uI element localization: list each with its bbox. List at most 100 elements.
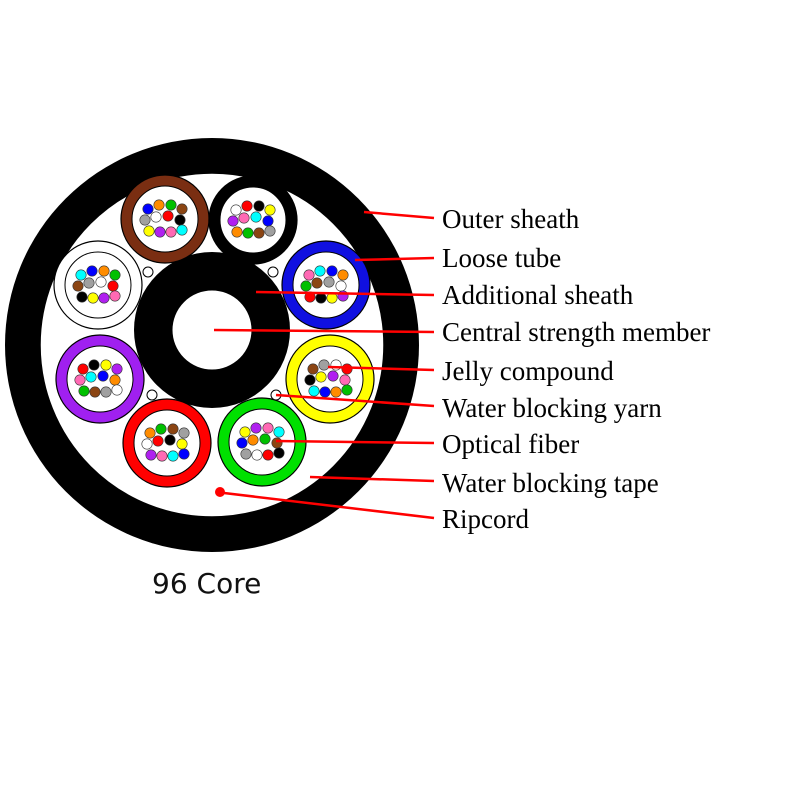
- optical-fiber: [341, 384, 353, 396]
- optical-fiber: [164, 434, 176, 446]
- optical-fiber: [167, 450, 179, 462]
- optical-fiber: [141, 438, 153, 450]
- optical-fiber: [303, 269, 315, 281]
- optical-fiber: [165, 199, 177, 211]
- leader-line: [213, 328, 435, 334]
- optical-fiber: [231, 226, 243, 238]
- optical-fiber: [77, 363, 89, 375]
- optical-fiber: [262, 449, 274, 461]
- callout-label: Water blocking yarn: [442, 393, 662, 423]
- optical-fiber: [142, 203, 154, 215]
- optical-fiber: [154, 226, 166, 238]
- water-blocking-yarn: [142, 266, 154, 278]
- optical-fiber: [165, 226, 177, 238]
- optical-fiber: [176, 438, 188, 450]
- optical-fiber: [98, 265, 110, 277]
- callout-label: Central strength member: [442, 317, 710, 347]
- optical-fiber: [273, 447, 285, 459]
- optical-fiber: [153, 199, 165, 211]
- leader-line: [309, 475, 435, 483]
- optical-fiber: [76, 291, 88, 303]
- water-blocking-yarn: [146, 389, 158, 401]
- optical-fiber: [262, 215, 274, 227]
- optical-fiber: [86, 265, 98, 277]
- optical-fiber: [155, 423, 167, 435]
- optical-fiber: [339, 374, 351, 386]
- optical-fiber: [109, 290, 121, 302]
- optical-fiber: [167, 423, 179, 435]
- optical-fiber: [152, 435, 164, 447]
- optical-fiber: [95, 276, 107, 288]
- optical-fiber: [318, 359, 330, 371]
- leader-line: [255, 290, 435, 297]
- water-blocking-yarn: [267, 266, 279, 278]
- optical-fiber: [315, 371, 327, 383]
- callout-label: Outer sheath: [442, 204, 580, 234]
- optical-fiber: [259, 433, 271, 445]
- optical-fiber: [330, 386, 342, 398]
- optical-fiber: [74, 374, 86, 386]
- optical-fiber: [176, 224, 188, 236]
- optical-fiber: [97, 370, 109, 382]
- optical-fiber: [238, 212, 250, 224]
- callout-label: Loose tube: [442, 243, 561, 273]
- optical-fiber: [271, 437, 283, 449]
- optical-fiber: [241, 200, 253, 212]
- optical-fiber: [230, 204, 242, 216]
- leader-line: [327, 365, 435, 372]
- optical-fiber: [178, 448, 190, 460]
- optical-fiber: [109, 374, 121, 386]
- optical-fiber: [143, 225, 155, 237]
- optical-fiber: [300, 280, 312, 292]
- optical-fiber: [72, 280, 84, 292]
- callout-label: Ripcord: [442, 504, 529, 534]
- optical-fiber: [253, 227, 265, 239]
- loose-tube: [217, 397, 307, 487]
- optical-fiber: [88, 359, 100, 371]
- optical-fiber: [323, 276, 335, 288]
- loose-tube: [285, 334, 375, 424]
- optical-fiber: [156, 450, 168, 462]
- optical-fiber: [83, 277, 95, 289]
- optical-fiber: [109, 269, 121, 281]
- leader-line: [275, 393, 435, 408]
- optical-fiber: [262, 422, 274, 434]
- loose-tube: [53, 240, 143, 330]
- optical-fiber: [250, 211, 262, 223]
- cable-cross-section: [5, 138, 419, 552]
- loose-tube: [120, 174, 210, 264]
- optical-fiber: [111, 384, 123, 396]
- loose-tube: [55, 334, 145, 424]
- optical-fiber: [311, 277, 323, 289]
- optical-fiber: [330, 359, 342, 371]
- optical-fiber: [240, 448, 252, 460]
- optical-fiber: [314, 265, 326, 277]
- optical-fiber: [176, 203, 188, 215]
- optical-fiber: [253, 200, 265, 212]
- leader-line: [223, 491, 435, 520]
- callout-label: Jelly compound: [442, 356, 614, 386]
- callout-label: Water blocking tape: [442, 468, 659, 498]
- optical-fiber: [242, 227, 254, 239]
- ripcord: [215, 487, 225, 497]
- optical-fiber: [326, 265, 338, 277]
- optical-fiber: [111, 363, 123, 375]
- optical-fiber: [307, 363, 319, 375]
- optical-fiber: [319, 386, 331, 398]
- optical-fiber: [308, 385, 320, 397]
- optical-fiber: [236, 437, 248, 449]
- optical-fiber: [144, 427, 156, 439]
- callout-label: Optical fiber: [442, 429, 579, 459]
- optical-fiber: [139, 214, 151, 226]
- optical-fiber: [162, 210, 174, 222]
- optical-fiber: [85, 371, 97, 383]
- leader-line: [354, 256, 435, 262]
- optical-fiber: [150, 211, 162, 223]
- optical-fiber: [250, 422, 262, 434]
- water-blocking-yarns: [142, 266, 282, 401]
- optical-fiber: [107, 280, 119, 292]
- optical-fiber: [178, 427, 190, 439]
- optical-fiber: [87, 292, 99, 304]
